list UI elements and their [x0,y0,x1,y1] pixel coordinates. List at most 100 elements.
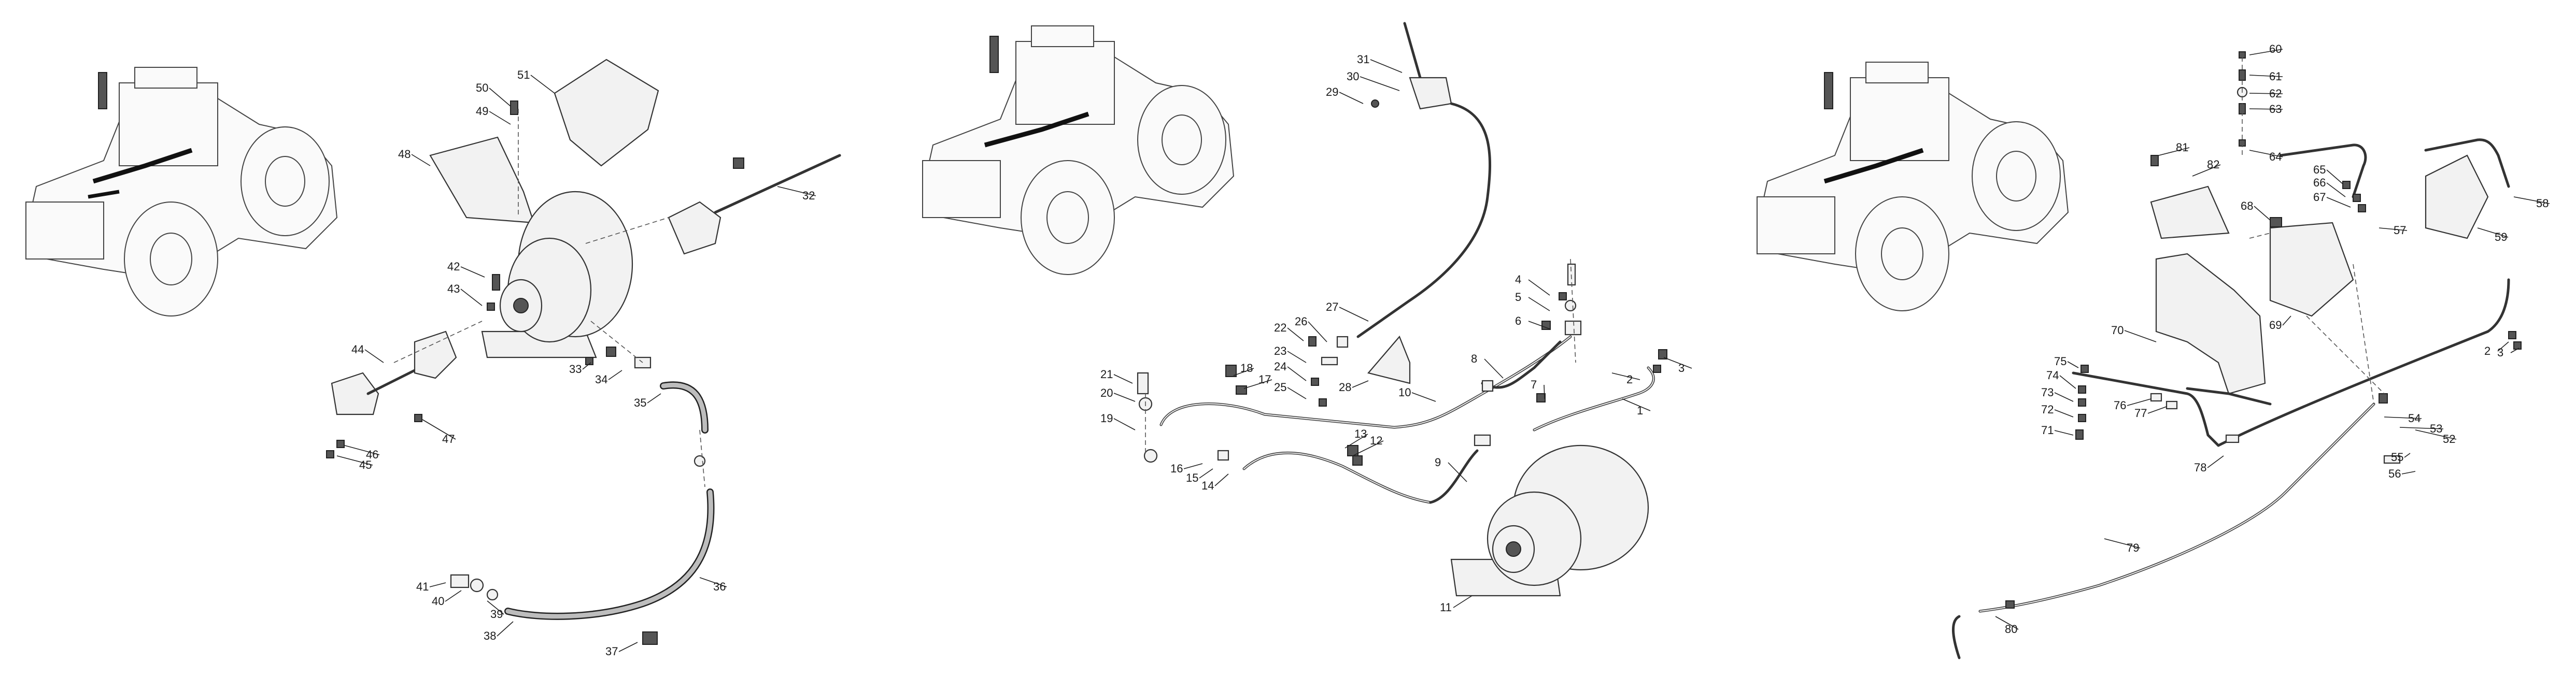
fasteners-left [326,100,744,645]
callout-58: 58 [2513,196,2550,210]
leader-line [647,393,661,404]
callout-label: 2 [2484,344,2490,357]
leader-line [2104,538,2141,549]
leader-line [2158,147,2190,156]
callout-65: 65 [2313,163,2343,184]
callout-label: 48 [398,148,411,161]
leader-line [1113,393,1136,402]
callout-48: 48 [398,148,431,166]
callout-label: 34 [595,373,607,386]
callout-label: 68 [2241,199,2253,212]
leader-line [2054,409,2074,418]
leader-line [411,154,431,166]
callout-label: 40 [432,595,444,608]
callout-56: 56 [2388,467,2416,480]
callout-label: 76 [2114,399,2126,412]
tractor-overview-2 [922,25,1235,275]
callout-labels: 3233343536373839404142434445464748495051… [336,42,2550,658]
callout-64: 64 [2249,150,2283,163]
callout-36: 36 [699,577,727,593]
callout-77: 77 [2134,406,2167,420]
callout-label: 38 [484,629,496,642]
callout-label: 82 [2207,158,2219,171]
leader-line [777,186,816,196]
leader-line [2477,227,2509,238]
callout-label: 11 [1440,601,1452,614]
callout-label: 21 [1100,368,1113,381]
leader-line [1233,368,1254,376]
callout-label: 25 [1274,381,1286,394]
callout-2: 2 [1611,372,1640,386]
callout-label: 5 [1515,291,1521,304]
leader-line [1113,374,1133,384]
callout-42: 42 [447,260,485,278]
callout-label: 18 [1240,362,1253,375]
leader-line [497,621,514,637]
callout-label: 75 [2054,355,2067,368]
callout-label: 60 [2269,42,2282,55]
callout-31: 31 [1357,53,1403,73]
callout-37: 37 [605,642,638,658]
callout-label: 2 [1626,373,1633,386]
callout-label: 46 [366,448,378,461]
callout-label: 67 [2313,191,2326,204]
leader-line [2127,398,2152,406]
leader-line [1622,398,1651,411]
callout-76: 76 [2114,398,2152,412]
callout-17: 17 [1243,373,1272,389]
callout-label: 6 [1515,314,1521,327]
callout-label: 1 [1637,404,1643,417]
callout-label: 65 [2313,163,2326,176]
callout-label: 27 [1326,300,1338,313]
leader-line [1243,379,1272,389]
callout-label: 54 [2408,412,2421,425]
leader-line [460,266,485,278]
leader-line [1528,321,1550,329]
callout-14: 14 [1201,473,1229,492]
tractor-overview-1 [25,67,338,316]
callout-label: 24 [1274,360,1286,373]
callout-label: 73 [2041,386,2054,399]
callout-71: 71 [2041,424,2074,437]
callout-30: 30 [1347,70,1400,91]
leader-line [1308,321,1327,342]
callout-label: 53 [2430,422,2442,435]
callout-28: 28 [1339,380,1369,394]
leader-line [2379,227,2408,231]
callout-4: 4 [1515,273,1550,296]
callout-label: 56 [2388,467,2401,480]
callout-label: 32 [802,189,815,202]
callout-59: 59 [2477,227,2509,243]
callout-50: 50 [476,81,511,107]
callout-label: 22 [1274,321,1286,334]
callout-24: 24 [1274,360,1307,381]
leader-line [1344,434,1368,449]
callout-label: 14 [1201,479,1214,492]
leader-line [2054,430,2074,436]
leader-line [1484,358,1504,379]
callout-33: 33 [569,362,591,376]
callout-label: 33 [569,363,582,376]
fasteners-right [2005,51,2522,609]
leader-line [1528,279,1550,296]
callout-label: 13 [1354,427,1367,440]
callout-label: 44 [351,343,364,356]
leader-line [364,349,384,363]
leader-line [2147,406,2167,414]
leader-line [336,455,373,466]
callout-45: 45 [336,455,373,471]
leader-line [2054,392,2074,402]
callout-13: 13 [1344,427,1368,449]
callout-21: 21 [1100,368,1133,384]
leader-line [1352,380,1369,388]
callout-label: 35 [634,396,646,409]
leader-line [1113,418,1136,430]
callout-label: 64 [2269,150,2282,163]
callout-69: 69 [2269,315,2291,332]
leader-line [1352,440,1384,456]
callout-label: 69 [2269,319,2282,332]
part-44-shaft [331,330,457,415]
leader-line [429,582,446,587]
leader-line [2415,429,2457,440]
leader-line [445,590,462,602]
